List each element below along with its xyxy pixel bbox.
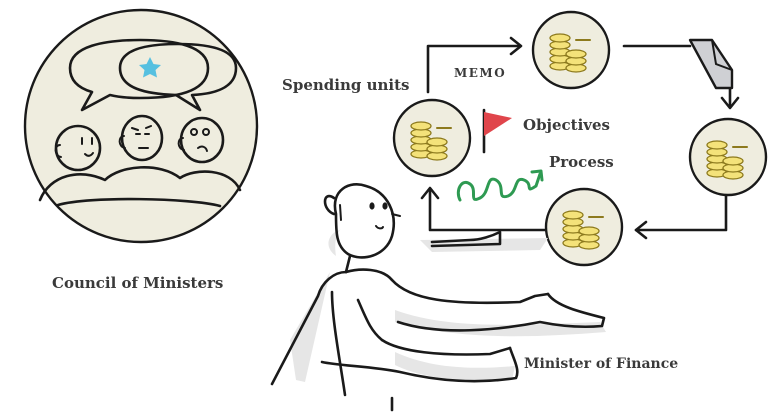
council-of-ministers-label: Council of Ministers	[52, 274, 224, 292]
memo-document-icon	[688, 38, 734, 90]
spending-units-label: Spending units	[282, 76, 410, 94]
council-table	[56, 197, 222, 208]
coin-disc-left	[392, 98, 472, 178]
coin-stack-icon	[410, 121, 452, 161]
council-shoulders	[38, 166, 242, 202]
process-label: Process	[549, 153, 614, 171]
coin-disc-bottom	[544, 187, 624, 267]
arrow-bottom-to-left	[428, 188, 547, 232]
arrow-head-up	[420, 186, 440, 200]
speech-bubble-right	[118, 42, 238, 112]
budget-cycle-arrows	[420, 36, 740, 240]
memo-label: MEMO	[454, 66, 507, 80]
arrow-right-to-bottom	[634, 194, 728, 232]
speech-tail	[430, 230, 502, 248]
council-member-middle	[118, 114, 164, 162]
arrow-head-down	[720, 96, 740, 110]
minister-head	[333, 183, 395, 259]
council-of-ministers-group	[23, 8, 259, 244]
coin-disc-top	[531, 10, 611, 90]
arrow-head-left	[634, 220, 648, 240]
arrow-to-top-coin	[426, 44, 522, 94]
arrow-head-top	[509, 36, 523, 56]
minister-neck	[344, 254, 352, 274]
minister-torso	[330, 290, 347, 397]
council-member-left	[54, 124, 102, 172]
minister-torso-inner	[356, 298, 384, 342]
star-icon	[139, 57, 161, 78]
coin-disc-right	[688, 117, 768, 197]
squiggle-arrowhead	[530, 169, 544, 182]
minister-arm-lower	[380, 338, 512, 356]
minister-hand-upper	[396, 292, 606, 332]
squiggle-icon	[456, 172, 542, 202]
minister-back	[270, 270, 348, 386]
council-member-right	[177, 116, 225, 164]
minister-hand-lower	[320, 346, 519, 383]
minister-arm-upper	[390, 278, 550, 305]
council-disc	[23, 8, 259, 244]
flag-icon	[482, 108, 512, 154]
minister-of-finance-label: Minister of Finance	[524, 356, 679, 372]
coin-stack-icon	[706, 140, 748, 180]
coin-stack-icon	[562, 210, 604, 250]
minister-shoulder	[344, 268, 394, 282]
coin-stack-icon	[549, 33, 591, 73]
speech-bubble-left	[68, 38, 210, 112]
minister-hair-bun	[323, 194, 336, 216]
minister-of-finance-figure	[270, 183, 606, 412]
objectives-label: Objectives	[523, 116, 610, 134]
